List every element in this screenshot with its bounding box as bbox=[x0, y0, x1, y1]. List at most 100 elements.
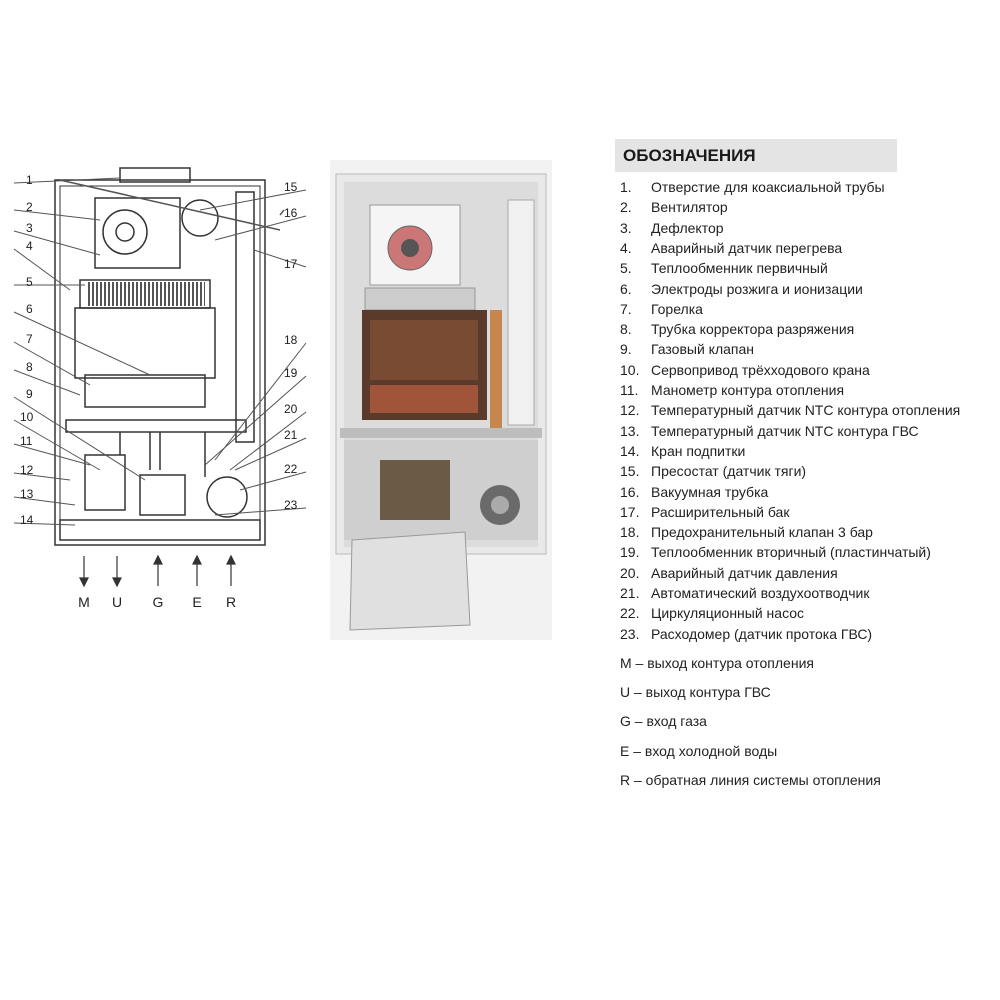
connection-legend-item: R – обратная линия системы отопления bbox=[620, 772, 881, 788]
legend-item: 19. Теплообменник вторичный (пластинчатый… bbox=[620, 542, 931, 562]
legend-item: 17. Расширительный бак bbox=[620, 502, 789, 522]
callout-16: 16 bbox=[284, 206, 298, 220]
connection-legend-item: M – выход контура отопления bbox=[620, 655, 814, 671]
legend-item-number: 23. bbox=[620, 625, 640, 642]
legend-item-text: Предохранительный клапан 3 бар bbox=[651, 524, 873, 541]
boiler-schematic: 1 2 3 4 5 6 7 8 9 10 11 12 13 14 15 16 1… bbox=[13, 167, 307, 610]
legend-item-text: Горелка bbox=[651, 300, 703, 317]
legend-item: 4. Аварийный датчик перегрева bbox=[620, 238, 842, 258]
legend-item: 6. Электроды розжига и ионизации bbox=[620, 279, 863, 299]
legend-item-text: Пресостат (датчик тяги) bbox=[651, 463, 807, 480]
callout-9: 9 bbox=[26, 387, 33, 401]
legend-item-text: Электроды розжига и ионизации bbox=[651, 280, 863, 297]
legend-title: ОБОЗНАЧЕНИЯ bbox=[615, 139, 897, 172]
legend-item: 18. Предохранительный клапан 3 бар bbox=[620, 522, 873, 542]
legend-item-number: 20. bbox=[620, 564, 640, 581]
legend-item-text: Температурный датчик NTC контура ГВС bbox=[651, 422, 919, 439]
callout-4: 4 bbox=[26, 239, 33, 253]
legend-item-text: Теплообменник первичный bbox=[651, 260, 828, 277]
legend-item: 20. Аварийный датчик давления bbox=[620, 563, 838, 583]
callout-8: 8 bbox=[26, 360, 33, 374]
connection-legend-item: U – выход контура ГВС bbox=[620, 684, 771, 700]
legend-item-number: 3. bbox=[620, 219, 632, 236]
callout-15: 15 bbox=[284, 180, 298, 194]
connection-legend-item: E – вход холодной воды bbox=[620, 743, 778, 759]
legend-item-text: Расширительный бак bbox=[651, 503, 790, 520]
legend-item-text: Сервопривод трёхходового крана bbox=[651, 361, 870, 378]
expansion-tank-photo bbox=[507, 199, 535, 426]
legend-item-text: Аварийный датчик перегрева bbox=[651, 239, 843, 256]
legend-item-number: 4. bbox=[620, 239, 632, 256]
legend-item-text: Трубка корректора разряжения bbox=[651, 321, 855, 338]
legend-item: 10. Сервопривод трёхходового крана bbox=[620, 360, 870, 380]
control-panel-photo bbox=[349, 531, 471, 631]
legend-item-number: 7. bbox=[620, 300, 632, 317]
legend-item-number: 9. bbox=[620, 341, 632, 358]
legend-item: 3. Дефлектор bbox=[620, 218, 724, 238]
legend-item-number: 15. bbox=[620, 463, 640, 480]
legend-item-number: 1. bbox=[620, 179, 632, 195]
pressostat bbox=[181, 199, 219, 237]
pump bbox=[206, 476, 248, 518]
legend-item: 12. Температурный датчик NTC контура отоп… bbox=[620, 400, 960, 420]
callout-14: 14 bbox=[20, 513, 34, 527]
legend-item: 13. Температурный датчик NTC контура ГВС bbox=[620, 421, 919, 441]
legend-item-text: Циркуляционный насос bbox=[651, 605, 805, 622]
legend-item-text: Теплообменник вторичный (пластинчатый) bbox=[651, 544, 931, 561]
legend-item-number: 6. bbox=[620, 280, 632, 297]
legend-item-number: 22. bbox=[620, 605, 640, 622]
legend-item-text: Автоматический воздухоотводчик bbox=[651, 585, 870, 601]
legend-item-text: Температурный датчик NTC контура отоплен… bbox=[651, 402, 961, 419]
legend-item-text: Вакуумная трубка bbox=[651, 483, 769, 500]
callout-11: 11 bbox=[20, 434, 33, 448]
legend-item-text: Дефлектор bbox=[651, 219, 724, 236]
legend-item-number: 21. bbox=[620, 585, 640, 601]
boiler-casing bbox=[54, 179, 266, 546]
legend-item: 11. Манометр контура отопления bbox=[620, 380, 844, 400]
legend-item-number: 10. bbox=[620, 361, 640, 378]
connection-label-e: E bbox=[192, 594, 201, 610]
legend-item-number: 17. bbox=[620, 503, 640, 520]
legend-item-text: Кран подпитки bbox=[651, 442, 746, 459]
callout-23: 23 bbox=[284, 498, 298, 512]
legend-item: 2.Вентилятор bbox=[620, 197, 728, 217]
callout-20: 20 bbox=[284, 402, 298, 416]
legend-item: 21. Автоматический воздухоотводчик bbox=[620, 583, 869, 603]
legend-item: 8. Трубка корректора разряжения bbox=[620, 319, 854, 339]
legend-item-text: Газовый клапан bbox=[651, 341, 755, 358]
legend-item-number: 16. bbox=[620, 483, 640, 500]
legend-item-text: Манометр контура отопления bbox=[651, 382, 845, 398]
callout-2: 2 bbox=[26, 200, 33, 214]
legend-item-number: 5. bbox=[620, 260, 632, 277]
callout-19: 19 bbox=[284, 366, 298, 380]
gas-valve bbox=[139, 474, 186, 516]
legend-item: 16. Вакуумная трубка bbox=[620, 482, 768, 502]
legend-item-number: 13. bbox=[620, 422, 640, 439]
legend-item-number: 18. bbox=[620, 524, 640, 541]
fan bbox=[94, 197, 181, 269]
legend-item-text: Аварийный датчик давления bbox=[651, 564, 838, 581]
expansion-tank bbox=[235, 191, 255, 443]
connection-label-g: G bbox=[153, 594, 164, 610]
legend-item: 22. Циркуляционный насос bbox=[620, 603, 804, 623]
boiler-photo bbox=[330, 160, 552, 640]
legend-item-text: Расходомер (датчик протока ГВС) bbox=[651, 625, 873, 642]
callout-13: 13 bbox=[20, 487, 34, 501]
legend-item: 1. Отверстие для коаксиальной трубы bbox=[620, 177, 885, 197]
legend-item-number: 12. bbox=[620, 402, 640, 419]
legend-item-text: Вентилятор bbox=[651, 199, 728, 216]
legend-item-number: 11. bbox=[620, 382, 639, 398]
callout-18: 18 bbox=[284, 333, 298, 347]
burner-photo bbox=[370, 385, 478, 413]
callout-22: 22 bbox=[284, 462, 298, 476]
legend-item-number: 14. bbox=[620, 442, 640, 459]
callout-12: 12 bbox=[20, 463, 34, 477]
callout-5: 5 bbox=[26, 275, 33, 289]
legend-item-number: 19. bbox=[620, 544, 640, 561]
legend-item: 9. Газовый клапан bbox=[620, 339, 754, 359]
burner bbox=[84, 374, 206, 408]
connection-label-m: M bbox=[78, 594, 90, 610]
callout-10: 10 bbox=[20, 410, 34, 424]
legend-item-text: Отверстие для коаксиальной трубы bbox=[651, 179, 885, 195]
legend-item-number: 8. bbox=[620, 321, 632, 338]
